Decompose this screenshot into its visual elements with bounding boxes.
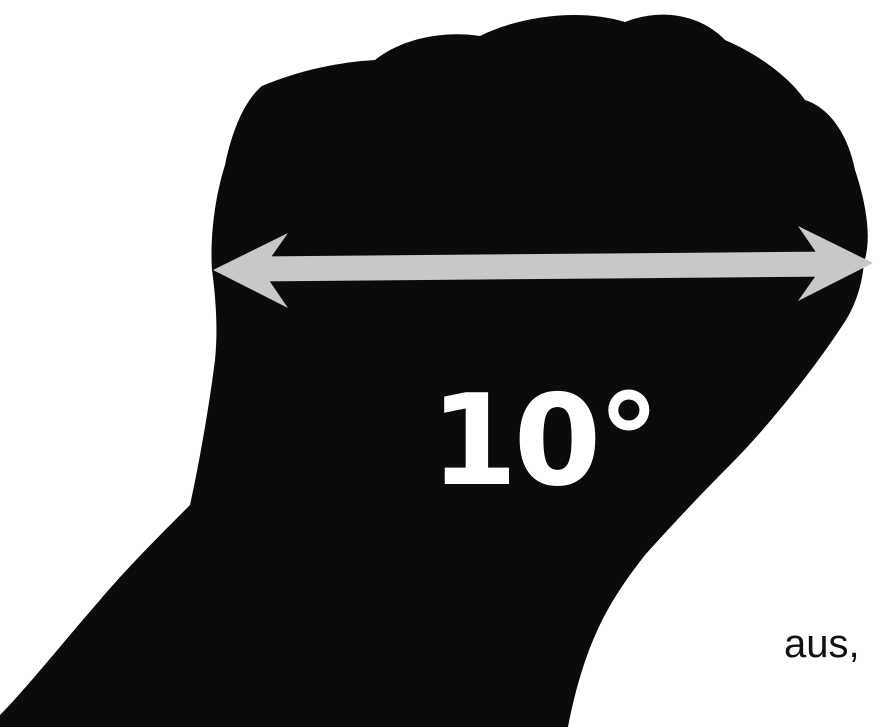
caption-text-fragment: aus,: [784, 624, 860, 664]
measurement-label: 10°: [430, 378, 656, 504]
